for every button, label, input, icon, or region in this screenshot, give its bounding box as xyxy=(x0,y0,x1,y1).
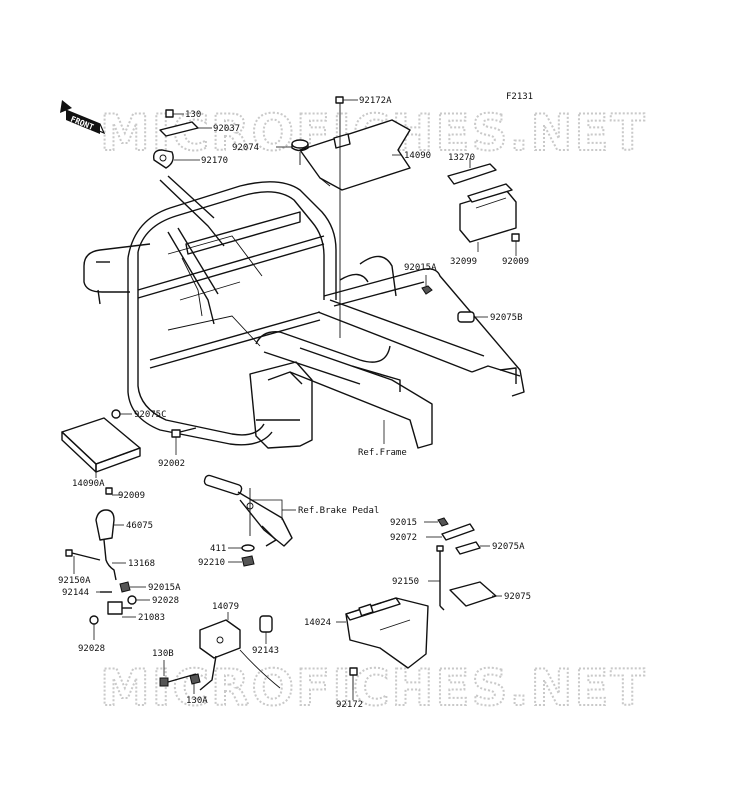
label-92210: 92210 xyxy=(198,558,225,568)
frame-assembly xyxy=(83,175,525,449)
label-32099: 32099 xyxy=(450,257,477,267)
label-92028-b: 92028 xyxy=(78,644,105,654)
label-92028-a: 92028 xyxy=(152,596,179,606)
label-21083: 21083 xyxy=(138,613,165,623)
lever-14079 xyxy=(199,612,281,691)
nut-92015 xyxy=(424,517,449,527)
label-92143: 92143 xyxy=(252,646,279,656)
label-13270: 13270 xyxy=(448,153,475,163)
rod-92150 xyxy=(428,545,445,611)
label-92015A-top: 92015A xyxy=(404,263,437,273)
label-92150A: 92150A xyxy=(58,576,91,586)
label-14090A: 14090A xyxy=(72,479,105,489)
label-130: 130 xyxy=(185,110,201,120)
bolt-92009-top xyxy=(511,233,520,256)
label-92037: 92037 xyxy=(213,124,240,134)
washer-92028-b xyxy=(89,615,99,640)
label-92072: 92072 xyxy=(390,533,417,543)
knob-46075 xyxy=(95,509,124,541)
bolt-92172A xyxy=(335,96,358,112)
label-13168: 13168 xyxy=(128,559,155,569)
label-14024: 14024 xyxy=(304,618,331,628)
bolt-130 xyxy=(165,109,184,118)
label-ref-frame: Ref.Frame xyxy=(358,448,407,458)
label-92002: 92002 xyxy=(158,459,185,469)
bolt-92009-low xyxy=(105,487,122,496)
label-92150: 92150 xyxy=(392,577,419,587)
label-46075: 46075 xyxy=(126,521,153,531)
plate-92037 xyxy=(159,121,212,137)
nut-92015A-low xyxy=(119,581,146,593)
label-14090: 14090 xyxy=(404,151,431,161)
label-92172: 92172 xyxy=(336,700,363,710)
label-130A: 130A xyxy=(186,696,208,706)
label-ref-brake: Ref.Brake Pedal xyxy=(298,506,379,516)
cushion-92075C xyxy=(111,409,132,419)
guard-14024 xyxy=(336,597,429,669)
label-92015: 92015 xyxy=(390,518,417,528)
label-92075B: 92075B xyxy=(490,313,523,323)
label-130B: 130B xyxy=(152,649,174,659)
bracket-13270 xyxy=(447,158,497,185)
pad-92075 xyxy=(449,581,502,607)
clamp-92170 xyxy=(152,149,200,169)
label-411: 411 xyxy=(210,544,226,554)
label-92075: 92075 xyxy=(504,592,531,602)
figure-code: F2131 xyxy=(506,92,533,102)
label-92075C: 92075C xyxy=(134,410,167,420)
nut-130A xyxy=(189,673,201,694)
plate-92072 xyxy=(426,523,475,541)
label-92144: 92144 xyxy=(62,588,89,598)
bolt-92150A xyxy=(65,549,101,574)
box-32099 xyxy=(459,183,517,252)
bushing-92143 xyxy=(259,615,273,644)
label-92172A: 92172A xyxy=(359,96,392,106)
nut-92210 xyxy=(228,555,255,567)
front-arrow-icon: FRONT xyxy=(60,100,106,135)
label-92009-low: 92009 xyxy=(118,491,145,501)
bolt-92002 xyxy=(171,427,197,455)
washer-411 xyxy=(228,544,255,552)
bolt-92172 xyxy=(349,667,358,700)
cap-92074 xyxy=(276,139,309,165)
nut-92015A-top xyxy=(421,275,433,295)
washer-92028-a xyxy=(127,595,150,605)
shift-rod-13168 xyxy=(103,539,126,581)
plate-14090A xyxy=(61,417,141,478)
watermark-bottom: MICROFICHES.NET xyxy=(100,659,647,717)
joint-21083 xyxy=(107,601,136,618)
label-14079: 14079 xyxy=(212,602,239,612)
label-92170: 92170 xyxy=(201,156,228,166)
pad-92075A xyxy=(455,541,490,555)
label-92074: 92074 xyxy=(232,143,259,153)
brake-lever-assembly xyxy=(203,474,296,547)
label-92009-top: 92009 xyxy=(502,257,529,267)
cushion-92075B xyxy=(457,311,488,323)
label-92075A: 92075A xyxy=(492,542,525,552)
cover-14090 xyxy=(299,112,411,338)
label-92015A-low: 92015A xyxy=(148,583,181,593)
